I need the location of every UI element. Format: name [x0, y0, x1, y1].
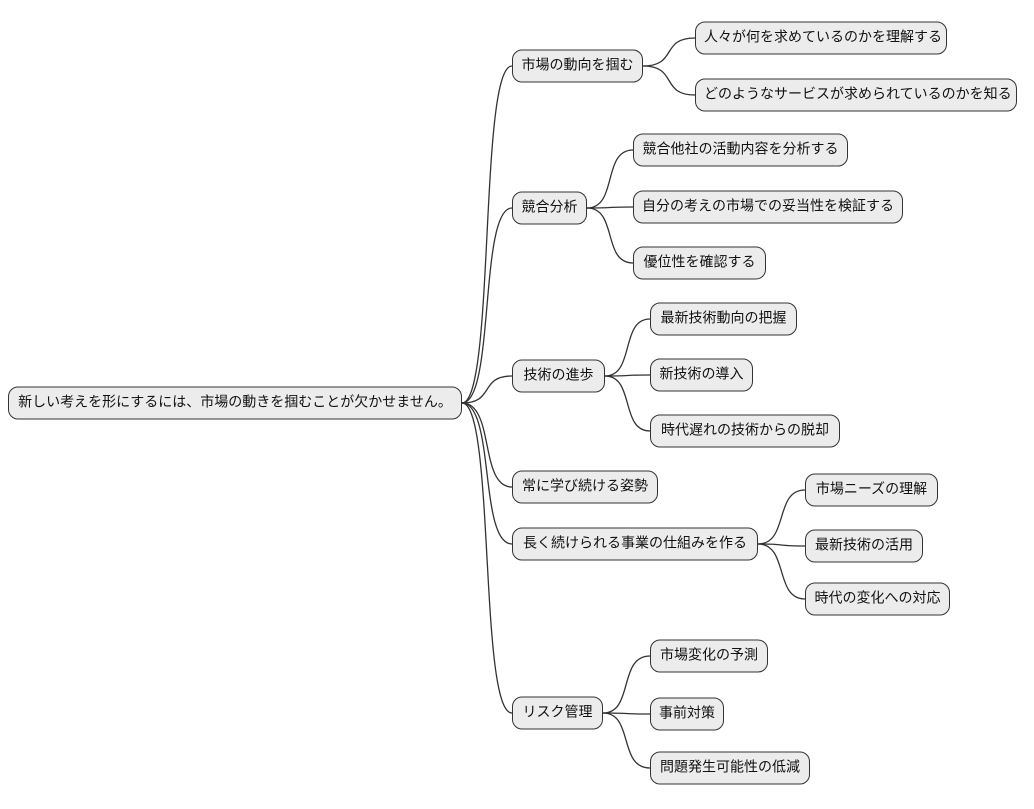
- node-leaf-5-1: 市場ニーズの理解: [805, 473, 938, 507]
- node-branch-1: 市場の動向を掴む: [512, 49, 643, 83]
- node-leaf-6-1: 市場変化の予測: [650, 639, 768, 673]
- node-root: 新しい考えを形にするには、市場の動きを掴むことが欠かせません。: [8, 386, 462, 420]
- node-leaf-5-3: 時代の変化への対応: [805, 582, 950, 616]
- edge-root-branch-5: [461, 402, 513, 545]
- edge-root-branch-4: [461, 402, 513, 488]
- node-leaf-1-1: 人々が何を求めているのかを理解する: [695, 21, 947, 55]
- node-leaf-2-2: 自分の考えの市場での妥当性を検証する: [633, 190, 903, 224]
- node-branch-3: 技術の進歩: [512, 359, 605, 393]
- edge-branch-5-leaf-1: [757, 489, 806, 545]
- node-branch-6: リスク管理: [512, 696, 603, 730]
- edge-root-branch-6: [461, 402, 513, 714]
- node-leaf-3-1: 最新技術動向の把握: [650, 302, 797, 336]
- edge-branch-6-leaf-3: [602, 712, 651, 769]
- node-branch-4: 常に学び続ける姿勢: [512, 470, 658, 504]
- edge-branch-2-leaf-3: [586, 207, 634, 264]
- node-branch-5: 長く続けられる事業の仕組みを作る: [512, 527, 758, 561]
- edge-branch-3-leaf-3: [604, 375, 651, 432]
- node-leaf-5-2: 最新技術の活用: [805, 529, 923, 563]
- node-leaf-6-2: 事前対策: [650, 697, 724, 731]
- edge-branch-3-leaf-2: [604, 374, 651, 377]
- edge-root-branch-1: [461, 65, 513, 404]
- edge-branch-6-leaf-1: [602, 655, 651, 714]
- node-leaf-1-2: どのようなサービスが求められているのかを知る: [695, 78, 1017, 112]
- edge-branch-1-leaf-1: [642, 37, 696, 67]
- edge-root-branch-3: [461, 375, 513, 404]
- edge-branch-6-leaf-2: [602, 712, 651, 715]
- edge-branch-5-leaf-2: [757, 543, 806, 547]
- node-leaf-3-3: 時代遅れの技術からの脱却: [650, 414, 840, 448]
- node-leaf-2-1: 競合他社の活動内容を分析する: [633, 133, 848, 167]
- node-leaf-3-2: 新技術の導入: [650, 358, 753, 392]
- node-branch-2: 競合分析: [512, 191, 587, 225]
- edge-branch-2-leaf-1: [586, 149, 634, 209]
- edge-branch-3-leaf-1: [604, 318, 651, 377]
- node-leaf-2-3: 優位性を確認する: [633, 246, 766, 280]
- edge-root-branch-2: [461, 207, 513, 404]
- edge-branch-1-leaf-2: [642, 65, 696, 96]
- edge-branch-2-leaf-2: [586, 206, 634, 209]
- edge-branch-5-leaf-3: [757, 543, 806, 600]
- node-leaf-6-3: 問題発生可能性の低減: [650, 751, 810, 785]
